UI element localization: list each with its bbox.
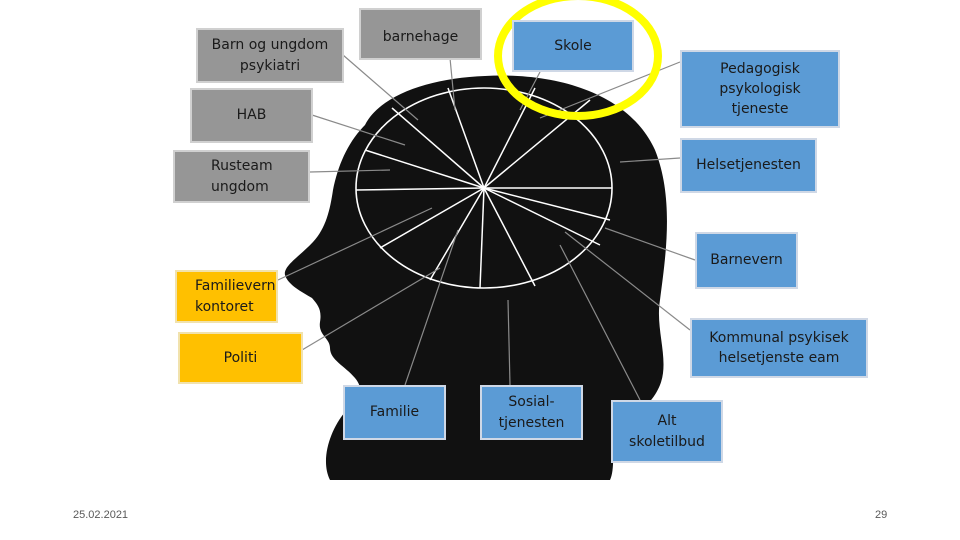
node-barnevern: Barnevern [695,232,798,289]
node-barn-og-ungdom-psykiatri: Barn og ungdom psykiatri [196,28,344,83]
node-sosialtjenesten: Sosial-tjenesten [480,385,583,440]
node-skole: Skole [512,20,634,72]
connector-lines [277,54,696,401]
node-pedagogisk-psykologisk-tjeneste: Pedagogisk psykologisk tjeneste [680,50,840,128]
node-familie: Familie [343,385,446,440]
node-helsetjenesten: Helsetjenesten [680,138,817,193]
node-barnehage: barnehage [359,8,482,60]
head-silhouette [284,75,667,481]
page-number: 29 [875,509,888,521]
highlight-circle [494,0,662,120]
node-kommunal-psykisk-helsetjeneste: Kommunal psykisek helsetjenste eam [690,318,868,378]
node-hab: HAB [190,88,313,143]
node-familievern-kontoret: Familievern kontoret [175,270,278,323]
footer-date: 25.02.2021 [73,509,129,521]
node-alt-skoletilbud: Alt skoletilbud [611,400,723,463]
node-rusteam-ungdom: Rusteam ungdom [173,150,310,203]
node-politi: Politi [178,332,303,384]
spokes [355,87,612,289]
